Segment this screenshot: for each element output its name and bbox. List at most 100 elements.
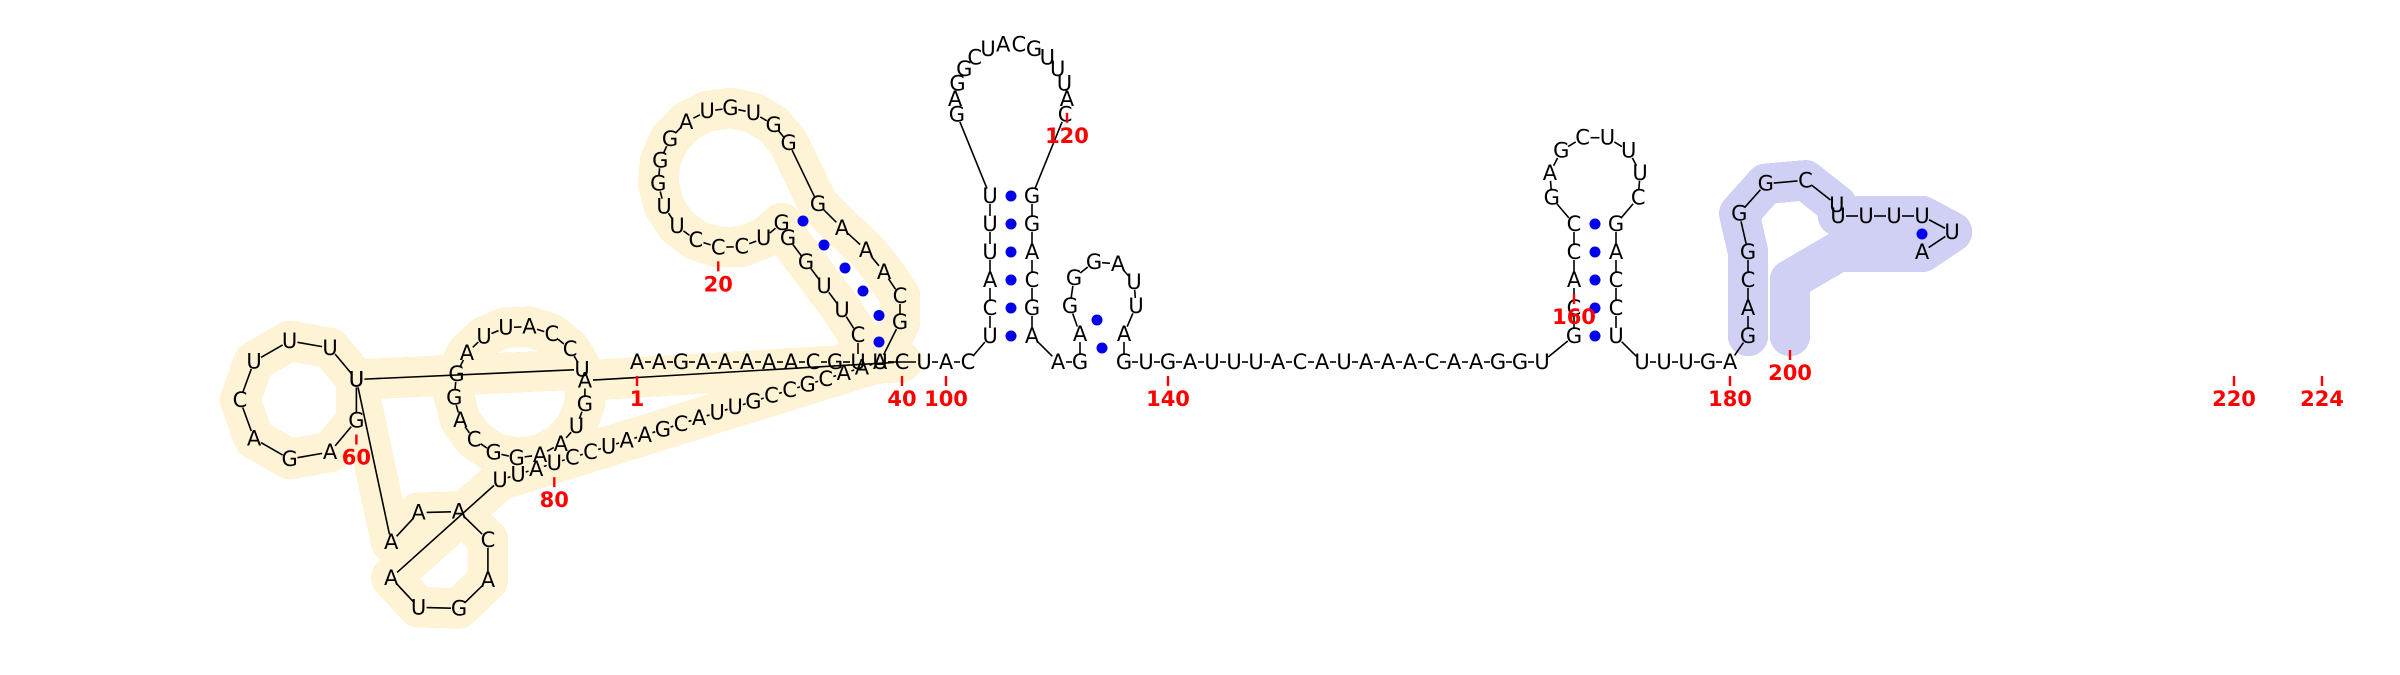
nucleotide: C bbox=[1293, 350, 1308, 374]
nucleotide: A bbox=[740, 350, 755, 374]
nucleotide: A bbox=[247, 427, 262, 451]
nucleotide: A bbox=[522, 315, 537, 339]
position-label: 100 bbox=[924, 387, 968, 411]
backbone-link bbox=[851, 369, 855, 372]
nucleotide: C bbox=[967, 45, 982, 69]
backbone-link bbox=[260, 344, 284, 359]
position-label: 140 bbox=[1146, 387, 1190, 411]
nucleotide: A bbox=[529, 457, 544, 481]
nucleotide: U bbox=[282, 329, 297, 353]
nucleotide: U bbox=[1829, 193, 1844, 217]
nucleotide: C bbox=[893, 284, 908, 308]
nucleotide: C bbox=[467, 427, 482, 451]
nucleotide: C bbox=[782, 378, 797, 402]
position-label: 220 bbox=[2212, 387, 2256, 411]
base-pair-dot bbox=[1589, 246, 1601, 258]
backbone-link bbox=[543, 464, 547, 468]
backbone-link bbox=[682, 230, 690, 237]
backbone-link bbox=[634, 436, 638, 440]
backbone-link bbox=[334, 353, 352, 374]
base-pair-dot bbox=[1005, 246, 1017, 258]
nucleotide: A bbox=[1073, 322, 1088, 346]
nucleotide: C bbox=[961, 350, 976, 374]
backbone-link bbox=[870, 255, 880, 267]
nucleotide: A bbox=[1609, 240, 1624, 264]
backbone-link bbox=[578, 411, 583, 419]
base-pair-dot bbox=[1005, 218, 1017, 230]
nucleotide: C bbox=[1025, 268, 1040, 292]
backbone-link bbox=[1071, 313, 1079, 327]
nucleotide: G bbox=[1700, 350, 1716, 374]
backbone-link bbox=[579, 453, 584, 456]
nucleotide: G bbox=[780, 226, 796, 250]
nucleotide: G bbox=[1731, 202, 1747, 226]
nucleotide: U bbox=[1204, 350, 1219, 374]
nucleotide: A bbox=[1469, 350, 1484, 374]
nucleotide: C bbox=[563, 337, 578, 361]
backbone-link bbox=[464, 516, 483, 535]
nucleotide: A bbox=[996, 33, 1011, 57]
backbone-link bbox=[1133, 289, 1137, 299]
backbone-link bbox=[455, 404, 460, 413]
nucleotide: G bbox=[577, 392, 593, 416]
nucleotide: A bbox=[983, 268, 998, 292]
nucleotide: U bbox=[1886, 204, 1901, 228]
nucleotide: C bbox=[544, 322, 559, 346]
base-pair-dot bbox=[1589, 302, 1601, 314]
nucleotide: G bbox=[508, 446, 524, 470]
backbone-link bbox=[1549, 180, 1552, 190]
backbone-link bbox=[692, 114, 701, 119]
backbone-link bbox=[615, 442, 620, 445]
backbone-link bbox=[1631, 157, 1638, 167]
backbone-link bbox=[426, 606, 452, 610]
backbone-link bbox=[1037, 341, 1053, 357]
backbone-link bbox=[959, 121, 988, 189]
base-pair-dot bbox=[1005, 330, 1017, 342]
nucleotide: G bbox=[1490, 350, 1506, 374]
nucleotide: U bbox=[982, 184, 997, 208]
nucleotide: C bbox=[734, 235, 749, 259]
nucleotide: U bbox=[1126, 270, 1141, 294]
nucleotide: A bbox=[1117, 322, 1132, 346]
nucleotide: A bbox=[619, 429, 634, 453]
position-label: 80 bbox=[540, 488, 569, 512]
nucleotide: A bbox=[679, 110, 694, 134]
nucleotide: A bbox=[939, 350, 954, 374]
backbone-link bbox=[426, 510, 452, 514]
nucleotide: U bbox=[1634, 350, 1649, 374]
backbone-link bbox=[507, 475, 511, 479]
nucleotide: C bbox=[711, 235, 726, 259]
nucleotide: U bbox=[756, 226, 771, 250]
backbone-link bbox=[652, 431, 656, 434]
backbone-link bbox=[501, 453, 510, 457]
nucleotide: U bbox=[492, 468, 507, 492]
nucleotide: U bbox=[850, 350, 865, 374]
position-label: 200 bbox=[1768, 361, 1812, 385]
nucleotide: G bbox=[799, 372, 815, 396]
nucleotide: U bbox=[656, 194, 671, 218]
nucleotide: C bbox=[1567, 296, 1582, 320]
backbone-link bbox=[1928, 235, 1946, 249]
backbone-link bbox=[334, 426, 352, 447]
nucleotide: A bbox=[1271, 350, 1286, 374]
nucleotide: A bbox=[1403, 350, 1418, 374]
nucleotide: A bbox=[762, 350, 777, 374]
backbone-link bbox=[241, 368, 253, 393]
nucleotide: G bbox=[949, 102, 965, 126]
backbone-link bbox=[815, 380, 819, 383]
nucleotide: A bbox=[835, 216, 850, 240]
position-label: 60 bbox=[342, 446, 371, 470]
nucleotide: A bbox=[1051, 350, 1066, 374]
backbone-link bbox=[1773, 180, 1798, 184]
nucleotide: G bbox=[1024, 212, 1040, 236]
nucleotide: A bbox=[384, 566, 399, 590]
nucleotide: A bbox=[578, 369, 593, 393]
nucleotide: U bbox=[322, 336, 337, 360]
backbone-link bbox=[1928, 219, 1946, 229]
nucleotide: A bbox=[948, 87, 963, 111]
nucleotide: A bbox=[1741, 296, 1756, 320]
nucleotide: A bbox=[1447, 350, 1462, 374]
backbone-link bbox=[260, 441, 284, 456]
nucleotide: A bbox=[837, 361, 852, 385]
position-label: 180 bbox=[1708, 387, 1752, 411]
